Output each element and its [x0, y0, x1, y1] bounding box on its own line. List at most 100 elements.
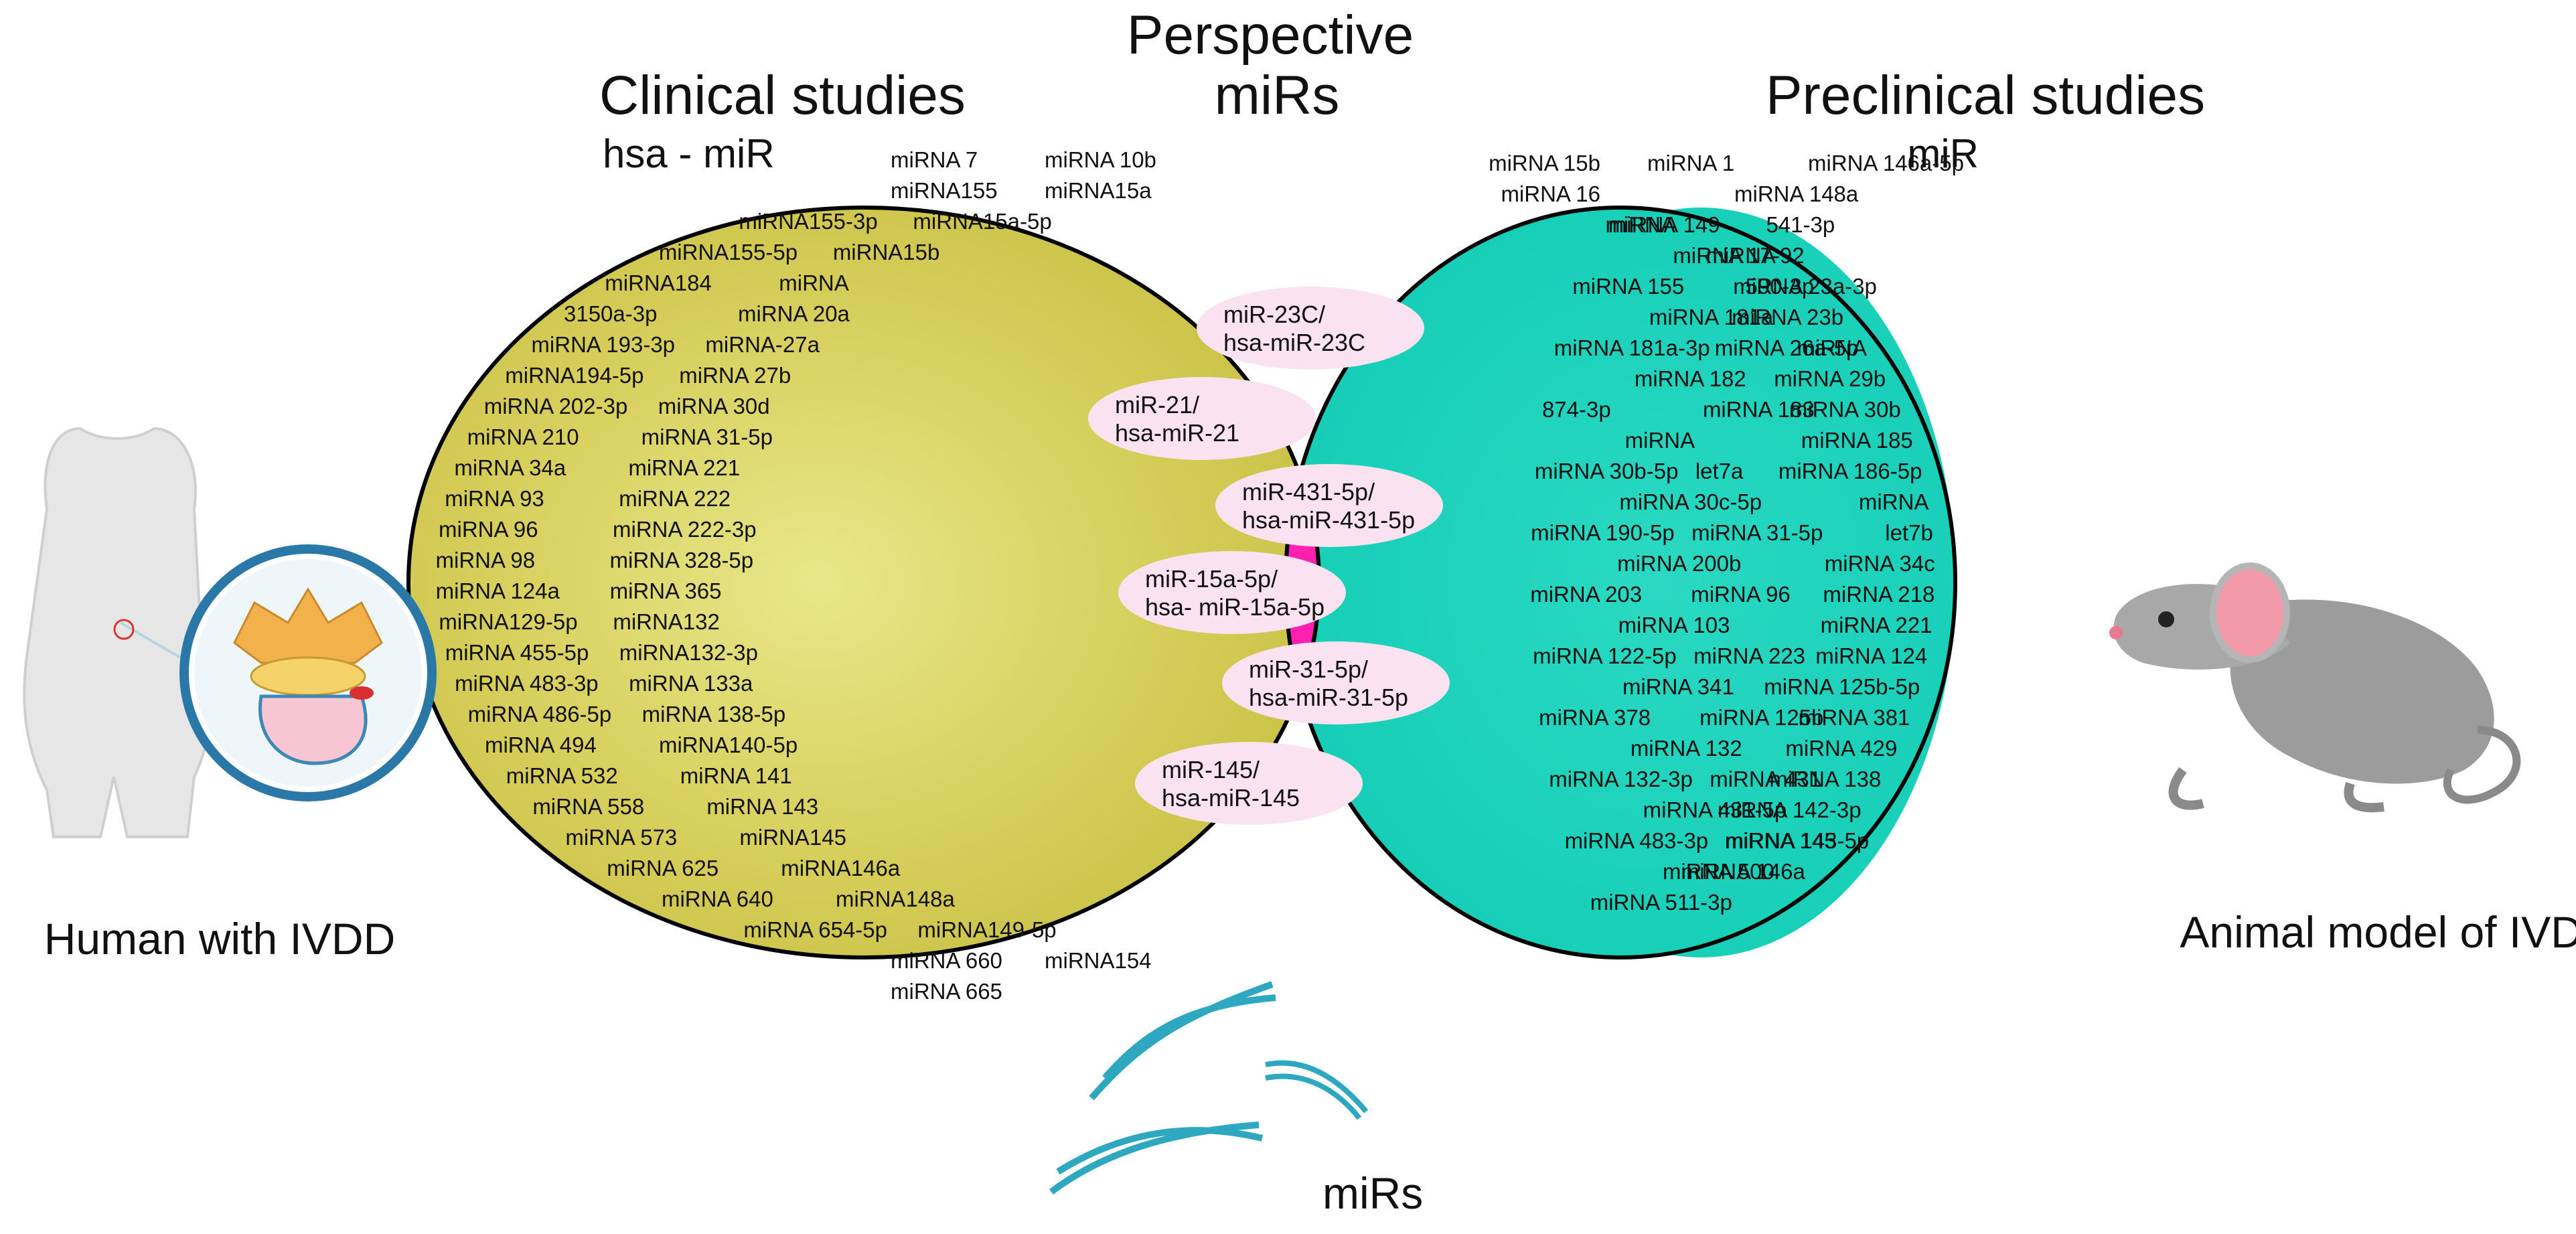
preclinical-mir-item: miRNA 132-3p [1549, 767, 1693, 791]
preclinical-mir-item: miRNA 103 [1618, 613, 1730, 637]
clinical-mir-item: miRNA 20a [738, 301, 850, 326]
clinical-mir-item: miRNA 455-5p [445, 640, 589, 665]
preclinical-mir-item: miRNA 132 [1631, 736, 1742, 761]
preclinical-mir-item: miRNA 23a-3p [1733, 274, 1877, 299]
clinical-mir-item: miRNA 328-5p [610, 548, 754, 572]
human-body-spine-icon [23, 427, 437, 838]
clinical-mir-item: miRNA 10b [1045, 147, 1156, 172]
perspective-title-line2: miRs [1215, 65, 1340, 126]
preclinical-mir-item: miRNA 30b-5p [1535, 459, 1679, 483]
preclinical-mir-item: miRNA 186-5p [1778, 459, 1922, 483]
preclinical-mir-item: miRNA [1706, 243, 1776, 268]
clinical-mir-item: miRNA 30d [658, 394, 770, 418]
clinical-mir-item: miRNA 558 [532, 794, 644, 819]
preclinical-mir-item: miRNA 145 [1725, 828, 1837, 853]
clinical-mir-item: miRNA 27b [679, 363, 791, 388]
preclinical-mir-item: miRNA 124 [1815, 643, 1927, 668]
preclinical-mir-item: miRNA 34c [1825, 551, 1935, 576]
perspective-mir-line2: hsa-miR-21 [1115, 419, 1239, 447]
clinical-mir-item: miRNA 625 [607, 856, 718, 880]
clinical-mir-item: miRNA15a-5p [913, 209, 1051, 234]
clinical-mir-item: miRNA15b [833, 240, 940, 264]
preclinical-mir-item: let7b [1885, 520, 1933, 545]
clinical-mir-item: miRNA 222-3p [613, 517, 757, 542]
clinical-mir-item: miRNA155 [891, 178, 998, 203]
preclinical-mir-item: miRNA 142-3p [1718, 797, 1862, 822]
preclinical-circle-full [1286, 208, 1955, 957]
preclinical-mir-item: 590-3p [1745, 274, 1814, 299]
preclinical-mir-item: miRNA 29b [1774, 366, 1886, 391]
clinical-mir-item: miRNA-27a [705, 332, 820, 357]
preclinical-mir-item: miRNA 203 [1530, 582, 1642, 607]
preclinical-mir-item: miRNA 183 [1703, 397, 1815, 422]
clinical-mir-item: miRNA 96 [439, 517, 538, 542]
clinical-mir-item: miRNA184 [605, 271, 712, 295]
preclinical-mir-item: 541-3p [1766, 212, 1835, 237]
preclinical-mir-item: miRNA 341 [1622, 674, 1734, 699]
clinical-title: Clinical studies [599, 65, 966, 126]
clinical-mir-item: miRNA 143 [706, 794, 818, 819]
clinical-mir-item: miRNA 222 [619, 486, 731, 511]
preclinical-mir-item: miRNA 149 [1608, 212, 1720, 237]
preclinical-mir-item: miRNA 155 [1572, 274, 1684, 299]
clinical-mir-item: miRNA 210 [467, 425, 579, 449]
clinical-mir-item: miRNA 660 [891, 948, 1002, 973]
preclinical-mir-item: miRNA 15b [1489, 151, 1600, 175]
perspective-mir-line2: hsa-miR-145 [1162, 784, 1300, 812]
clinical-mir-item: miRNA 483-3p [455, 671, 599, 696]
preclinical-mir-item: miRNA 431 [1710, 767, 1821, 791]
clinical-mir-item: miRNA140-5p [659, 732, 798, 757]
preclinical-mir-item: miRNA 16 [1501, 181, 1600, 206]
clinical-subtitle: hsa - miR [603, 131, 775, 176]
preclinical-title: Preclinical studies [1766, 65, 2205, 126]
preclinical-mir-item: miRNA 138 [1769, 767, 1881, 791]
preclinical-mir-item: miRNA [1625, 428, 1695, 453]
preclinical-mir-item: miRNA [1859, 489, 1929, 514]
preclinical-mir-item: miRNA 500 [1663, 859, 1774, 884]
clinical-mir-item: miRNA 202-3p [484, 394, 628, 418]
clinical-mir-item: miRNA146a [781, 856, 901, 880]
perspective-mir-line1: miR-145/ [1162, 756, 1260, 783]
perspective-mir-line1: miR-31-5p/ [1249, 655, 1368, 683]
clinical-mir-item: miRNA 93 [445, 486, 544, 511]
clinical-circle [408, 208, 1319, 957]
human-label: Human with IVDD [44, 914, 396, 963]
clinical-mir-item: miRNA 124a [436, 579, 560, 603]
preclinical-mir-item: miRNA [1605, 212, 1675, 237]
perspective-mir-line2: hsa-miR-31-5p [1249, 684, 1408, 711]
preclinical-mir-item: miRNA 26a-5p [1715, 335, 1859, 360]
perspective-mir-line1: miR-15a-5p/ [1145, 565, 1278, 593]
perspective-mir-line2: hsa-miR-431-5p [1242, 506, 1415, 534]
perspective-mir-pill [1215, 464, 1443, 547]
perspective-mir-line1: miR-431-5p/ [1242, 478, 1375, 506]
preclinical-mir-item: miRNA 511-3p [1590, 890, 1732, 915]
preclinical-mir-item: miRNA 381 [1799, 705, 1910, 730]
preclinical-mir-item: miRNA 378 [1539, 705, 1651, 730]
preclinical-mir-item: miRNA 96 [1691, 582, 1791, 607]
preclinical-mir-item: miRNA 190-5p [1531, 520, 1675, 545]
preclinical-mir-item: miRNA 1 [1647, 151, 1734, 175]
preclinical-mir-item: miRNA [1797, 335, 1867, 360]
clinical-mir-item: miRNA 221 [628, 455, 740, 480]
preclinical-mir-item: let7a [1695, 459, 1744, 483]
preclinical-mir-item: 874-3p [1542, 397, 1611, 422]
clinical-mir-item: miRNA129-5p [439, 609, 577, 634]
preclinical-mir-item: miRNA 31-5p [1691, 520, 1823, 545]
perspective-mir-pill [1197, 287, 1424, 370]
clinical-mir-item: miRNA155-5p [659, 240, 798, 264]
clinical-mir-item: miRNA 665 [891, 979, 1002, 1004]
preclinical-mir-item: miRNA 483-3p [1565, 828, 1709, 853]
perspective-mir-line1: miR-21/ [1115, 391, 1199, 418]
clinical-mir-item: miRNA 31-5p [641, 425, 773, 449]
clinical-mir-item: miRNA15a [1045, 178, 1152, 203]
preclinical-mir-item: miRNA 185 [1801, 428, 1913, 453]
preclinical-mir-item: miRNA 181a [1649, 305, 1774, 329]
clinical-mir-item: miRNA148a [836, 886, 956, 911]
clinical-mir-item: miRNA 141 [680, 763, 792, 788]
clinical-mir-item: miRNA149-5p [917, 917, 1056, 942]
preclinical-subtitle: miR [1907, 131, 1979, 176]
preclinical-mir-item: miRNA 30b [1789, 397, 1901, 422]
preclinical-mir-item: miRNA 223 [1693, 643, 1805, 668]
animal-label: Animal model of IVDD [2180, 907, 2576, 957]
